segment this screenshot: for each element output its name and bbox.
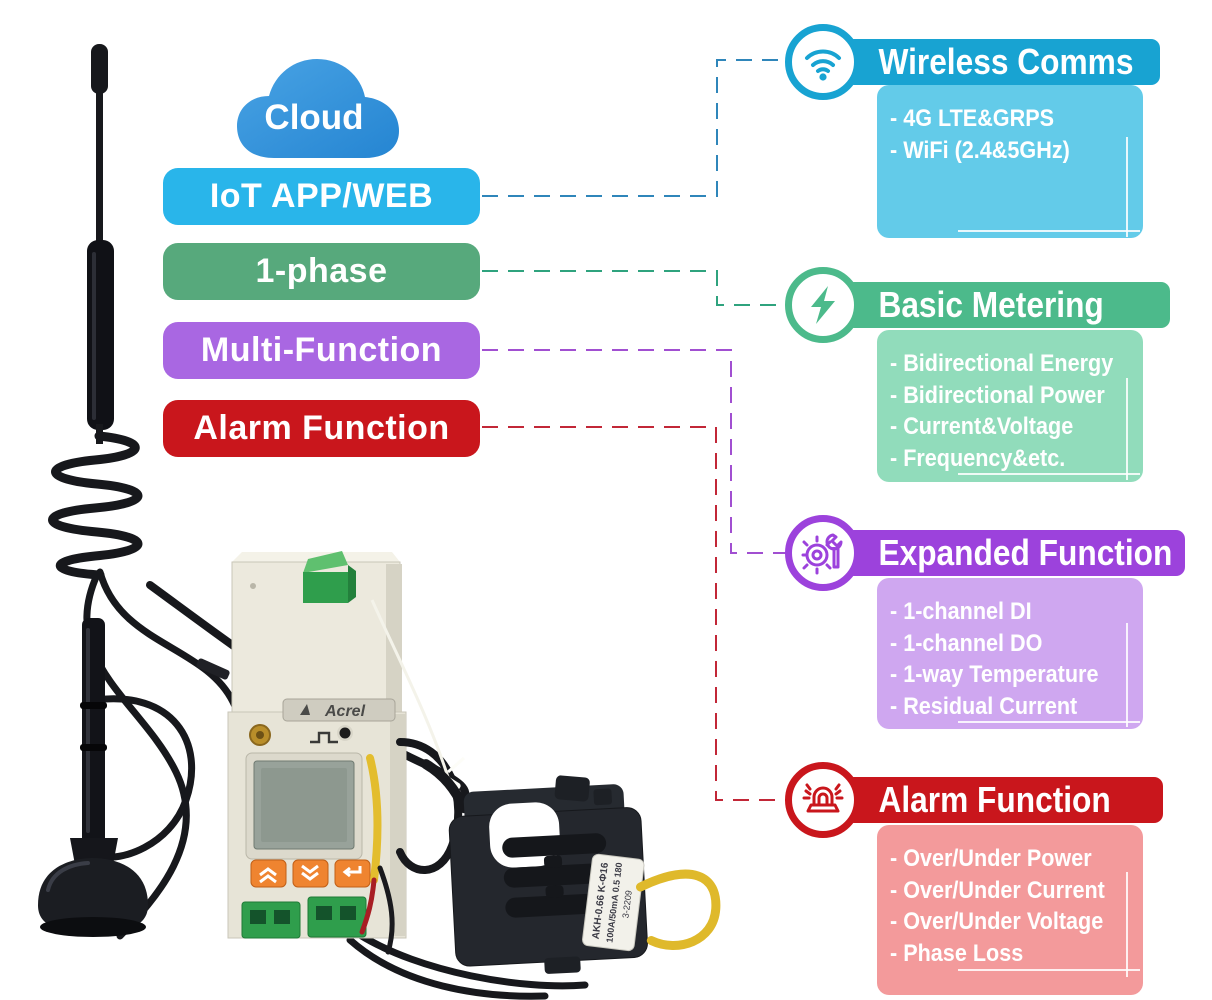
down-chevron-icon: [301, 864, 319, 881]
cloud-badge: Cloud: [234, 54, 404, 164]
crosshair-mark: [1126, 623, 1128, 727]
crosshair-mark: [1126, 378, 1128, 480]
wifi-icon: [785, 24, 861, 100]
lightning-icon: [785, 267, 861, 343]
crosshair-mark: [958, 230, 1140, 232]
feature-item: - Residual Current: [890, 692, 1078, 720]
meter-bottom-terminals: [241, 896, 367, 939]
connector-iot-wireless: [482, 59, 786, 197]
meter-top-terminal: [303, 551, 356, 603]
feature-item: - 1-channel DI: [890, 598, 1032, 625]
feature-item: - 1-way Temperature: [890, 661, 1099, 688]
enter-arrow-icon: [342, 866, 362, 878]
ct-label-code: 3-2209: [620, 890, 633, 919]
gear-wrench-icon: [785, 515, 861, 591]
up-chevron-icon: [259, 867, 277, 884]
cable-tie: [196, 658, 230, 680]
card-header: Expanded Function: [845, 530, 1185, 576]
feature-item: - WiFi (2.4&5GHz): [890, 136, 1070, 164]
card-header: Wireless Comms: [845, 39, 1160, 85]
feature-item: - Bidirectional Power: [890, 381, 1105, 409]
connector-multi-expanded: [482, 349, 786, 554]
indicator-dot: [339, 727, 351, 739]
card-title: Expanded Function: [878, 532, 1173, 573]
card-header: Alarm Function: [845, 777, 1163, 823]
connector-lines: [482, 59, 786, 801]
antenna-coil: [48, 431, 143, 580]
card-title: Basic Metering: [878, 284, 1104, 325]
ct-clamp: AKH-0.66 K-Φ16 100A/50mA 0.5 180 3-2209: [420, 759, 721, 974]
feature-item: - Bidirectional Energy: [890, 350, 1114, 377]
feature-item: - Current&Voltage: [890, 413, 1074, 440]
badge-iot-app-web: IoT APP/WEB: [163, 168, 480, 225]
sma-connector: [249, 724, 271, 746]
feature-item: - 4G LTE&GRPS: [890, 105, 1055, 132]
energy-meter: Acrel: [227, 551, 465, 955]
crosshair-mark: [958, 721, 1140, 723]
feature-item: - Phase Loss: [890, 939, 1024, 967]
ct-spec-label: AKH-0.66 K-Φ16 100A/50mA 0.5 180 3-2209: [582, 853, 645, 952]
cloud-label: Cloud: [264, 98, 364, 137]
feature-item: - Frequency&etc.: [890, 444, 1066, 472]
feature-item: - 1-channel DO: [890, 629, 1043, 657]
cloud-icon: [237, 59, 399, 158]
connector-phase-metering: [482, 270, 786, 306]
card-header: Basic Metering: [845, 282, 1170, 328]
antenna-magnetic-base: [38, 618, 148, 937]
white-lead-wire: [370, 599, 454, 791]
feature-item: - Over/Under Power: [890, 845, 1092, 872]
meter-brand-band: Acrel: [282, 698, 396, 722]
badge-1-phase: 1-phase: [163, 243, 480, 300]
ct-clamp-teeth: [502, 833, 610, 918]
card-title: Wireless Comms: [878, 41, 1134, 82]
lcd-display: [245, 752, 363, 860]
feature-item: - Over/Under Current: [890, 876, 1105, 904]
crosshair-mark: [958, 473, 1140, 475]
card-body: - Over/Under Power - Over/Under Current …: [877, 825, 1143, 995]
siren-icon: [785, 762, 861, 838]
meter-brand-text: Acrel: [324, 703, 366, 720]
meter-buttons: [250, 859, 371, 888]
pulse-symbol-icon: [310, 731, 338, 744]
up-button: [250, 859, 287, 888]
ct-yellow-lead: [635, 869, 721, 950]
crosshair-mark: [958, 969, 1140, 971]
crosshair-mark: [1126, 137, 1128, 237]
card-title: Alarm Function: [878, 779, 1111, 820]
feature-item: - Over/Under Voltage: [890, 908, 1104, 935]
badge-alarm-function: Alarm Function: [163, 400, 480, 457]
crosshair-mark: [1126, 872, 1128, 977]
badge-multi-function: Multi-Function: [163, 322, 480, 379]
card-body: - 4G LTE&GRPS - WiFi (2.4&5GHz): [877, 85, 1143, 238]
card-body: - Bidirectional Energy - Bidirectional P…: [877, 330, 1143, 482]
card-body: - 1-channel DI - 1-channel DO - 1-way Te…: [877, 578, 1143, 729]
antenna: [48, 44, 143, 580]
acrel-logo-mark: [300, 704, 310, 715]
connector-alarm-alarm: [482, 426, 786, 801]
